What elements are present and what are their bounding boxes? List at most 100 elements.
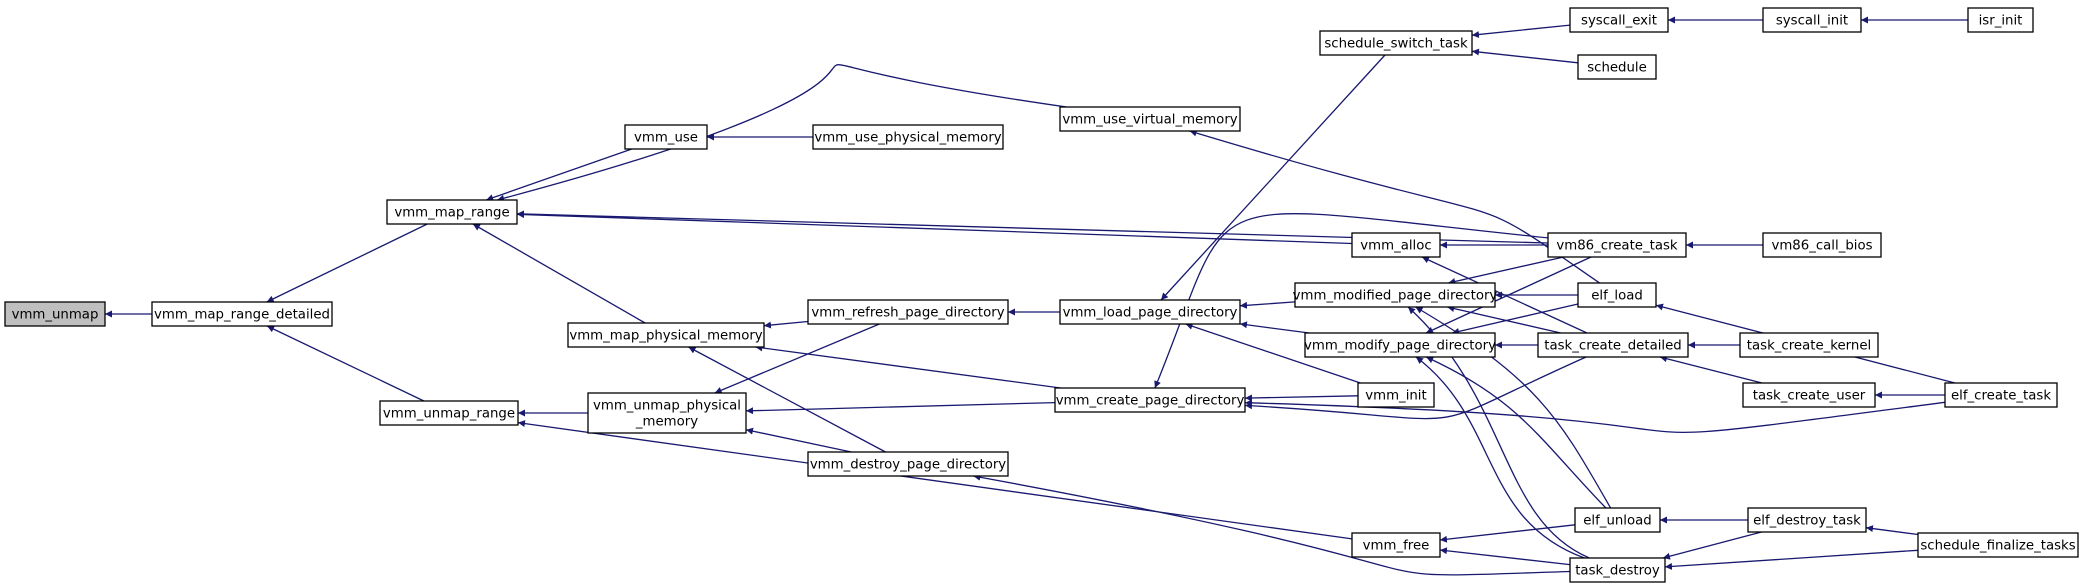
node-vmm-map-physical-memory[interactable]: vmm_map_physical_memory [567, 322, 765, 348]
node-vmm-use-virtual-memory[interactable]: vmm_use_virtual_memory [1059, 106, 1241, 132]
node-vmm-map-range[interactable]: vmm_map_range [386, 199, 518, 225]
node-layer: vmm_unmap vmm_map_range_detailed vmm_map_r… [4, 7, 2079, 583]
node-label: vm86_create_task [1556, 239, 1678, 254]
call-edge-vmm-alloc-to-vmm-map-range [516, 211, 1353, 245]
node-vmm-modify-page-directory[interactable]: vmm_modify_page_directory [1304, 332, 1496, 358]
node-vmm-init[interactable]: vmm_init [1357, 382, 1435, 408]
node-vmm-refresh-page-directory[interactable]: vmm_refresh_page_directory [807, 299, 1009, 325]
edge-line [1471, 48, 1579, 64]
node-vmm-destroy-page-directory[interactable]: vmm_destroy_page_directory [807, 451, 1009, 477]
node-syscall-exit[interactable]: syscall_exit [1569, 7, 1669, 33]
node-box [1537, 332, 1689, 358]
node-task-create-user[interactable]: task_create_user [1742, 382, 1876, 408]
node-schedule-finalize-tasks[interactable]: schedule_finalize_tasks [1917, 532, 2079, 558]
node-vmm-modified-page-directory[interactable]: vmm_modified_page_directory [1293, 282, 1498, 308]
edge-line [1664, 549, 1919, 570]
node-vmm-use[interactable]: vmm_use [624, 124, 708, 150]
edge-line [1447, 305, 1561, 334]
node-elf-unload[interactable]: elf_unload [1574, 507, 1661, 533]
node-schedule-switch-task[interactable]: schedule_switch_task [1319, 30, 1473, 56]
call-edge-vmm-refresh-page-directory-to-vmm-map-physical-memory [763, 320, 809, 329]
node-box [807, 299, 1009, 325]
node-task-destroy[interactable]: task_destroy [1569, 557, 1666, 583]
node-vmm-free[interactable]: vmm_free [1351, 532, 1441, 558]
node-vmm-unmap-physical-memory[interactable]: vmm_unmap_physical_memory [587, 392, 747, 434]
node-label: task_create_user [1753, 389, 1866, 404]
node-vmm-unmap[interactable]: vmm_unmap [4, 301, 106, 327]
edge-line [1425, 256, 1592, 334]
call-edge-task-create-detailed-to-vmm-modified-page-directory [1447, 305, 1561, 334]
node-vm86-call-bios[interactable]: vm86_call_bios [1762, 232, 1882, 258]
node-isr-init[interactable]: isr_init [1967, 7, 2034, 33]
node-label: elf_create_task [1951, 389, 2051, 404]
node-vmm-create-page-directory[interactable]: vmm_create_page_directory [1054, 387, 1246, 413]
edge-line [1239, 301, 1296, 309]
node-label: vm86_call_bios [1771, 239, 1872, 254]
edge-line [973, 473, 1571, 576]
node-box [1059, 299, 1241, 325]
node-label: vmm_create_page_directory [1056, 394, 1245, 409]
call-edge-vm86-create-task-to-vmm-modified-page-directory [1448, 256, 1564, 285]
node-label: vmm_unmap_physical [593, 399, 741, 414]
node-task-create-detailed[interactable]: task_create_detailed [1537, 332, 1689, 358]
node-box [4, 301, 106, 327]
call-edge-vmm-unmap-range-to-vmm-map-range-detailed [266, 325, 425, 402]
edge-line [763, 320, 809, 329]
node-label: vmm_unmap [12, 308, 99, 323]
node-label: vmm_init [1365, 389, 1426, 404]
node-box [624, 124, 708, 150]
node-box [1569, 557, 1666, 583]
edge-line [1160, 54, 1386, 301]
call-edge-schedule-finalize-tasks-to-task-destroy [1664, 549, 1919, 570]
node-box [1357, 382, 1435, 408]
node-box [1351, 232, 1441, 258]
node-label: task_create_detailed [1544, 339, 1682, 354]
edge-line [472, 223, 646, 324]
node-vmm-load-page-directory[interactable]: vmm_load_page_directory [1059, 299, 1241, 325]
node-task-create-kernel[interactable]: task_create_kernel [1739, 332, 1879, 358]
edge-line [1425, 356, 1607, 509]
edge-layer [105, 16, 1968, 576]
node-vmm-map-range-detailed[interactable]: vmm_map_range_detailed [151, 301, 333, 327]
edge-line [714, 323, 880, 394]
call-edge-vmm-map-physical-memory-to-vmm-map-range [472, 223, 646, 324]
node-elf-load[interactable]: elf_load [1577, 282, 1657, 308]
call-edge-vmm-use-to-vmm-map-range [485, 148, 633, 201]
node-syscall-init[interactable]: syscall_init [1762, 7, 1862, 33]
node-label: vmm_load_page_directory [1063, 306, 1238, 321]
node-label: syscall_exit [1581, 14, 1657, 29]
node-box [386, 199, 518, 225]
node-vmm-use-physical-memory[interactable]: vmm_use_physical_memory [812, 124, 1004, 150]
call-edge-vmm-create-page-directory-to-vmm-unmap-physical-memory [745, 401, 1056, 415]
node-box [1351, 532, 1441, 558]
edge-line [1471, 24, 1571, 38]
call-edge-vmm-map-range-to-vmm-map-range-detailed [266, 223, 428, 303]
node-label: elf_destroy_task [1753, 514, 1861, 529]
call-edge-vmm-modify-page-directory-to-vmm-load-page-directory [1239, 321, 1310, 334]
edge-line [1659, 355, 1763, 384]
node-vmm-alloc[interactable]: vmm_alloc [1351, 232, 1441, 258]
node-label: _memory [635, 415, 698, 430]
node-label: vmm_destroy_page_directory [810, 458, 1006, 473]
node-label: vmm_refresh_page_directory [811, 306, 1004, 321]
edge-line [1865, 525, 1919, 536]
call-edge-vmm-destroy-page-directory-to-vmm-map-physical-memory [688, 346, 886, 453]
call-edge-elf-unload-to-vmm-free [1439, 524, 1576, 543]
call-edge-elf-load-to-vmm-use-virtual-memory [1189, 129, 1600, 284]
call-edge-task-create-detailed-to-vmm-create-page-directory [1244, 356, 1587, 420]
node-schedule[interactable]: schedule [1577, 54, 1657, 80]
node-box [1304, 332, 1496, 358]
node-vmm-unmap-range[interactable]: vmm_unmap_range [379, 400, 519, 426]
node-elf-destroy-task[interactable]: elf_destroy_task [1747, 507, 1867, 533]
call-edge-schedule-to-schedule-switch-task [1471, 48, 1579, 64]
edge-line [1185, 322, 1361, 384]
node-vm86-create-task[interactable]: vm86_create_task [1547, 232, 1687, 258]
node-label: vmm_free [1363, 539, 1430, 554]
call-edge-schedule-switch-task-to-vmm-load-page-directory [1160, 54, 1386, 301]
call-edge-elf-load-to-vmm-modify-page-directory [1451, 303, 1579, 335]
node-elf-create-task[interactable]: elf_create_task [1944, 382, 2058, 408]
node-box [1917, 532, 2079, 558]
edge-line [745, 401, 1056, 415]
node-box [1054, 387, 1246, 413]
